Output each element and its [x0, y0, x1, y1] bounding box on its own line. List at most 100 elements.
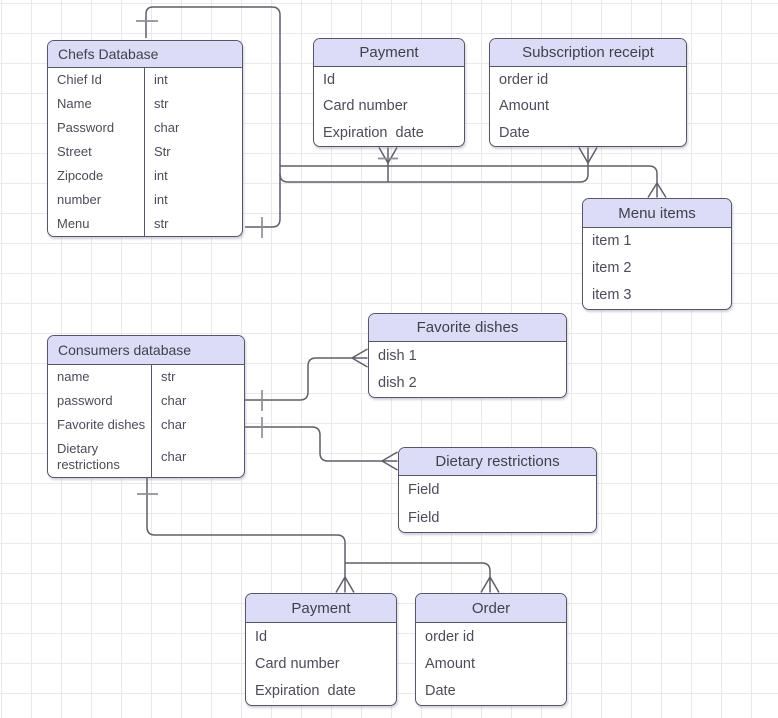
entity-title-favorite-dishes: Favorite dishes	[369, 314, 566, 342]
field-name: Id	[255, 628, 268, 645]
field-row[interactable]: dish 2	[369, 370, 566, 398]
field-row[interactable]: number int	[48, 188, 242, 212]
field-name: Date	[425, 683, 456, 700]
connector-payment-top-to-trunk[interactable]	[378, 147, 398, 183]
field-row[interactable]: Id	[314, 67, 464, 93]
entity-title-payment-top: Payment	[314, 39, 464, 67]
field-row[interactable]: Date	[490, 120, 686, 146]
field-name: dish 1	[378, 347, 417, 364]
field-name: Amount	[499, 98, 549, 115]
field-type: str	[154, 95, 169, 111]
crowfoot-many-icon	[335, 576, 355, 593]
connector-line	[145, 6, 281, 228]
connector-consumers-to-dietary-restrictions[interactable]	[245, 417, 398, 471]
field-row[interactable]: Amount	[416, 650, 566, 677]
field-type: int	[154, 191, 168, 207]
field-name: Card number	[323, 98, 408, 115]
field-row[interactable]: Field	[399, 476, 596, 504]
entity-title-order: Order	[416, 594, 566, 623]
field-row[interactable]: item 1	[583, 228, 731, 255]
field-name: item 3	[592, 287, 632, 304]
field-type: Str	[154, 143, 171, 159]
field-name: order id	[425, 628, 475, 645]
field-row[interactable]: Expiration date	[314, 120, 464, 146]
field-name: name	[48, 365, 152, 389]
field-row[interactable]: Amount	[490, 93, 686, 119]
entity-title-dietary-restrictions: Dietary restrictions	[399, 448, 596, 476]
field-type: char	[161, 416, 187, 432]
crowfoot-many-icon	[647, 182, 667, 198]
field-row[interactable]: item 2	[583, 255, 731, 282]
field-row[interactable]: Date	[416, 678, 566, 705]
field-row[interactable]: order id	[416, 623, 566, 650]
field-name: Field	[408, 509, 440, 526]
entity-title-payment-bottom: Payment	[246, 594, 396, 623]
field-row[interactable]: Card number	[246, 650, 396, 677]
connector-chefs-self-loop[interactable]	[136, 6, 281, 238]
field-row[interactable]: Expiration date	[246, 678, 396, 705]
crowfoot-many-icon	[381, 451, 398, 471]
connector-line	[245, 357, 352, 401]
connector-consumers-to-payment-and-order[interactable]	[137, 478, 500, 593]
field-name: Date	[499, 124, 530, 141]
field-name: Menu	[48, 212, 145, 236]
field-type: str	[161, 368, 176, 384]
connector-trunk-to-menu-items[interactable]	[280, 165, 667, 198]
crowfoot-many-icon	[480, 576, 500, 593]
field-name: Dietary restrictions	[48, 437, 152, 477]
entity-title-chefs-database: Chefs Database	[48, 41, 242, 68]
connector-subscription-to-trunk[interactable]	[279, 147, 598, 183]
field-name: Expiration date	[255, 683, 356, 700]
entity-title-menu-items: Menu items	[583, 199, 731, 228]
field-type: char	[161, 448, 187, 464]
field-row[interactable]: dish 1	[369, 342, 566, 370]
field-name: number	[48, 188, 145, 212]
field-row[interactable]: item 3	[583, 282, 731, 309]
field-row[interactable]: Dietary restrictions char	[48, 437, 244, 477]
field-name: Id	[323, 72, 336, 89]
connector-line	[146, 478, 346, 577]
field-row[interactable]: order id	[490, 67, 686, 93]
field-name: Zipcode	[48, 164, 145, 188]
field-type: char	[154, 119, 180, 135]
connector-line	[279, 147, 589, 183]
field-row[interactable]: Card number	[314, 93, 464, 119]
field-name: Card number	[255, 655, 340, 672]
entity-title-consumers-database: Consumers database	[48, 336, 244, 365]
crowfoot-many-icon	[351, 348, 368, 368]
field-row[interactable]: Id	[246, 623, 396, 650]
field-name: Favorite dishes	[48, 413, 152, 437]
entity-favorite-dishes[interactable]: Favorite dishes dish 1 dish 2	[368, 313, 567, 398]
connector-consumers-to-favorite-dishes[interactable]	[245, 348, 368, 411]
field-row[interactable]: Favorite dishes char	[48, 413, 244, 437]
crowfoot-many-icon	[378, 147, 398, 164]
field-row[interactable]: Field	[399, 504, 596, 532]
field-name: password	[48, 389, 152, 413]
connector-line	[345, 562, 491, 577]
